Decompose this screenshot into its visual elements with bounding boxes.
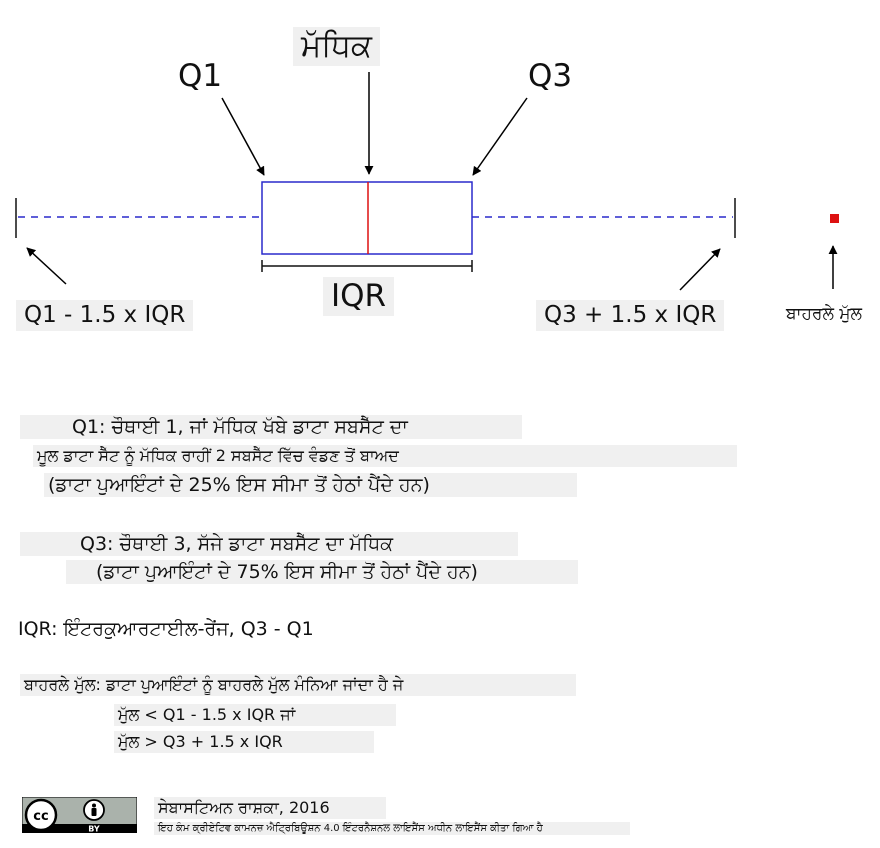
license-text: ਇਹ ਕੰਮ ਕ੍ਰੀਏਟਿਵ ਕਾਮਨਜ਼ ਐਟ੍ਰਿਬਿਊਸ਼ਨ 4.0 ਇ… [154,822,630,835]
q3-note-line-1: Q3: ਚੌਥਾਈ 3, ਸੱਜੇ ਡਾਟਾ ਸਬਸੈੱਟ ਦਾ ਮੱਧਿਕ [20,532,518,556]
iqr-box [261,181,473,255]
author-credit: ਸੇਬਾਸਟਿਅਨ ਰਾਸ਼ਕਾ, 2016 [154,797,386,819]
median-label: ਮੱਧਿਕ [293,27,381,66]
q1-arrow [221,97,265,176]
q3-note-line-2: (ਡਾਟਾ ਪੁਆਇੰਟਾਂ ਦੇ 75% ਇਸ ਸੀਮਾ ਤੋਂ ਹੇਠਾਂ … [66,560,578,584]
upper-whisker-arrow [679,248,721,291]
q1-note-line-2: ਮੂਲ ਡਾਟਾ ਸੈੱਟ ਨੂੰ ਮੱਧਿਕ ਰਾਹੀਂ 2 ਸਬਸੈੱਟ ਵ… [33,445,737,467]
iqr-label: IQR [323,277,395,316]
q1-label: Q1 [178,58,223,94]
lower-whisker-label: Q1 - 1.5 x IQR [16,300,194,331]
q3-label: Q3 [528,58,573,94]
upper-whisker-label: Q3 + 1.5 x IQR [536,300,725,331]
person-icon-body [91,808,97,816]
cc-by-icon: cc BY [22,797,137,833]
lower-whisker-arrow [26,247,67,285]
outlier-point [830,214,839,223]
outlier-note-line-1: ਬਾਹਰਲੇ ਮੁੱਲ: ਡਾਟਾ ਪੁਆਇੰਟਾਂ ਨੂੰ ਬਾਹਰਲੇ ਮੁ… [20,674,576,696]
outlier-label: ਬਾਹਰਲੇ ਮੁੱਲ [786,304,863,324]
q1-note-line-3: (ਡਾਟਾ ਪੁਆਇੰਟਾਂ ਦੇ 25% ਇਸ ਸੀਮਾ ਤੋਂ ਹੇਠਾਂ … [44,473,577,497]
person-icon-head [92,803,96,808]
by-badge-text: BY [88,825,100,834]
outlier-note-line-2: ਮੁੱਲ < Q1 - 1.5 x IQR ਜਾਂ [114,704,396,726]
iqr-note: IQR: ਇੰਟਰਕੁਆਰਟਾਈਲ-ਰੇਂਜ, Q3 - Q1 [18,618,314,640]
q1-note-line-1: Q1: ਚੌਥਾਈ 1, ਜਾਂ ਮੱਧਿਕ ਖੱਬੇ ਡਾਟਾ ਸਬਸੈੱਟ … [20,415,522,439]
cc-badge-text: cc [33,809,48,824]
outlier-note-line-3: ਮੁੱਲ > Q3 + 1.5 x IQR [114,731,374,753]
q3-arrow [472,97,528,176]
